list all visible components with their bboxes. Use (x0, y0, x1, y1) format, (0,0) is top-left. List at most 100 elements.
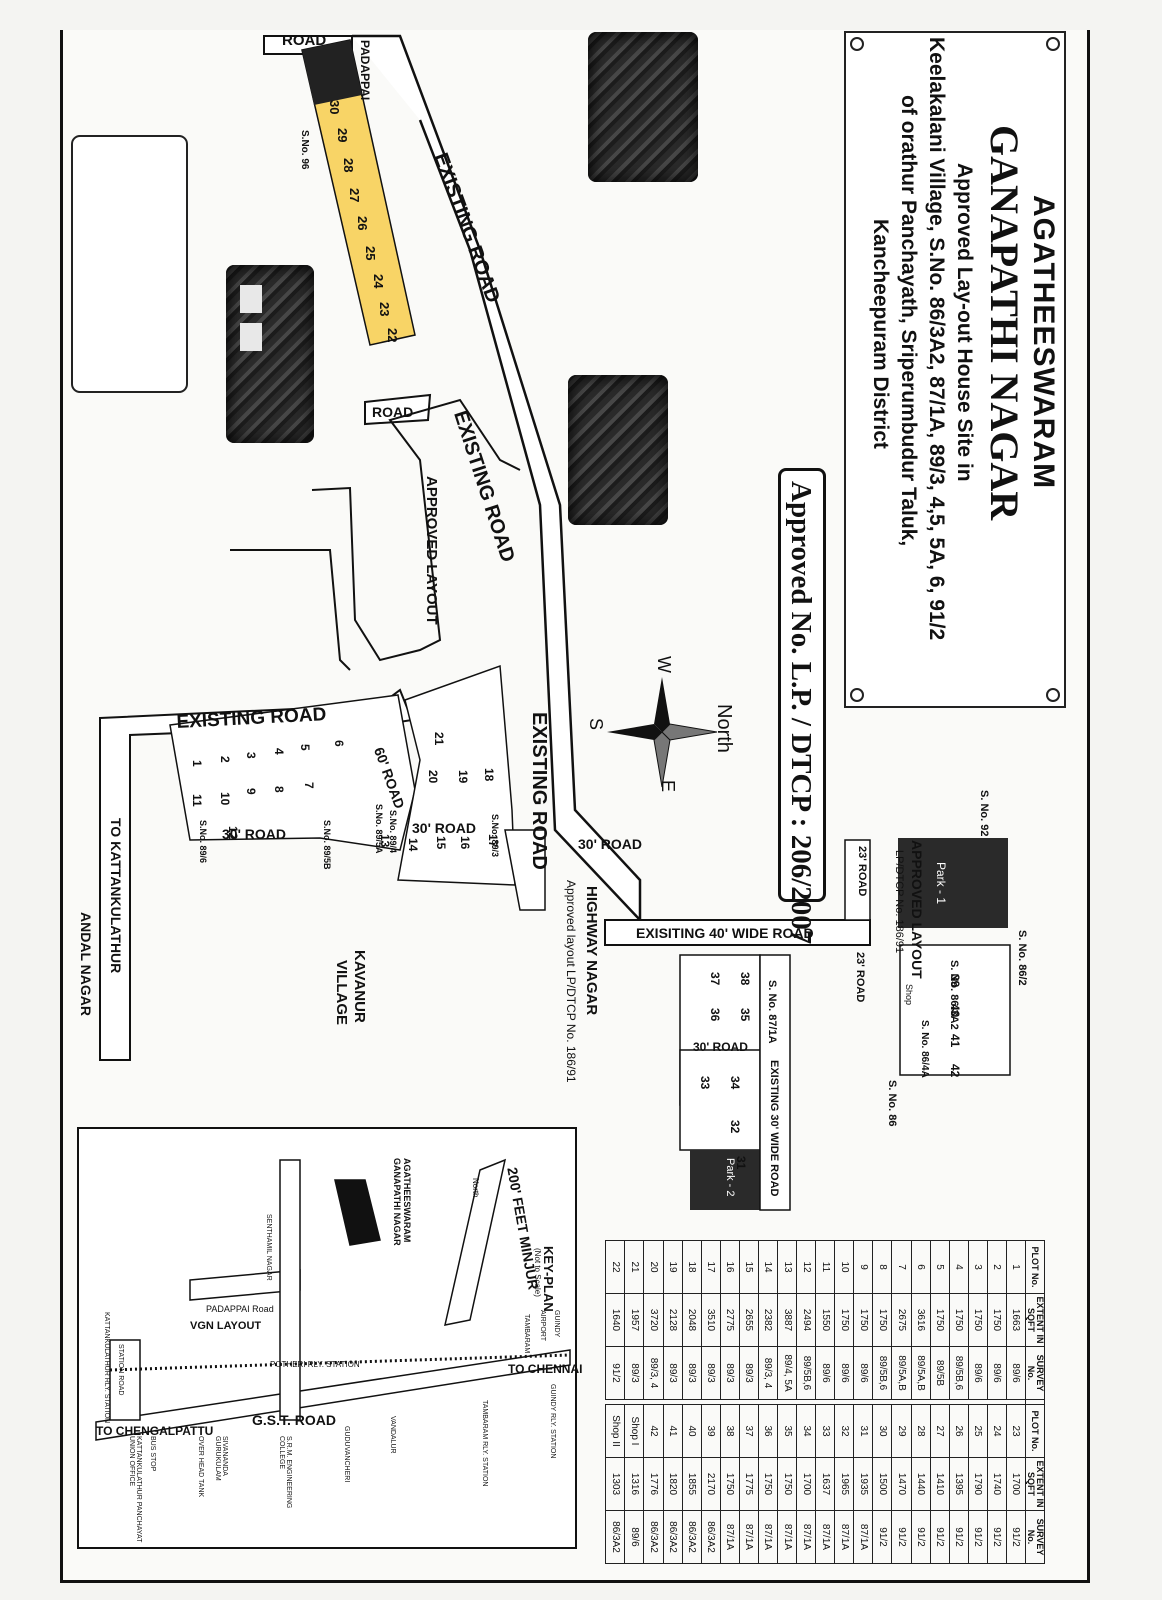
house-photo-2 (226, 265, 314, 443)
table-cell: 86/3A2 (682, 1510, 702, 1564)
table-header: EXTENT IN SQFT (1025, 1457, 1045, 1511)
table-cell: 91/2 (1006, 1510, 1026, 1564)
plot-number: 30 (327, 100, 342, 115)
label-lpdtcp-186: LP/DTCP No. 186/91 (893, 850, 905, 954)
keyplan-tambaram: TAMBARAM (523, 1314, 530, 1354)
table-cell: 38 (720, 1404, 740, 1458)
table-cell: 1500 (872, 1457, 892, 1511)
table-cell: 1775 (739, 1457, 759, 1511)
table-cell: 91/2 (872, 1510, 892, 1564)
keyplan-padappai-road: PADAPPAI Road (206, 1304, 274, 1314)
keyplan-guindy-station: GUINDY RLY. STATION (549, 1384, 556, 1459)
plot-number: 26 (355, 216, 370, 231)
label-park-1: Park - 1 (934, 862, 948, 905)
table-cell: 89/6 (815, 1346, 835, 1400)
label-padappai: PADAPPAI (358, 40, 372, 101)
table-cell: 34 (796, 1404, 816, 1458)
table-cell: 5 (930, 1240, 950, 1294)
table-cell: 91/2 (968, 1510, 988, 1564)
table-cell: 2494 (796, 1293, 816, 1347)
table-cell: 91/2 (605, 1346, 625, 1400)
plot-block-right-b (679, 1049, 761, 1151)
label-andal-nagar: ANDAL NAGAR (78, 912, 94, 1016)
table-cell: 10 (834, 1240, 854, 1294)
label-sno-86: S. No. 86 (886, 1080, 898, 1127)
table-cell: 1640 (605, 1293, 625, 1347)
table-cell: 86/3A2 (643, 1510, 664, 1564)
compass-rose (607, 677, 718, 788)
road-mid-box (364, 393, 432, 426)
padappai-road (352, 34, 642, 924)
keyplan-station-road: STATION ROAD (117, 1344, 124, 1396)
approval-box: Approved No. L.P. / DTCP : 206/2007 (778, 468, 826, 944)
label-sno-87-1a: S. No. 87/1A (766, 980, 778, 1044)
keyplan-overhead-tank: OVER HEAD TANK (197, 1436, 204, 1498)
table-cell: 89/5B,6 (949, 1346, 969, 1400)
house-photo-1 (588, 32, 698, 182)
plot-number: 40 (948, 1004, 962, 1018)
road-23-box (844, 839, 871, 921)
table-cell: 2128 (663, 1293, 683, 1347)
table-cell: 89/5B (930, 1346, 950, 1400)
table-cell: 87/1A (777, 1510, 797, 1564)
plot-number: 15 (434, 836, 448, 850)
table-cell: 29 (891, 1404, 912, 1458)
table-cell: 87/1A (834, 1510, 854, 1564)
table-cell: 86/3A2 (701, 1510, 721, 1564)
blank-box (71, 135, 188, 393)
table-cell: 1637 (815, 1457, 835, 1511)
table-cell: 89/4, 5A (777, 1346, 797, 1400)
table-cell: 1935 (853, 1457, 873, 1511)
table-cell: 1410 (930, 1457, 950, 1511)
table-cell: 15 (739, 1240, 759, 1294)
yellow-plot-strip (301, 39, 416, 346)
plot-number: 41 (948, 1034, 962, 1048)
table-cell: 87/1A (720, 1510, 740, 1564)
road-40-wide (604, 919, 871, 946)
plot-number: 8 (272, 786, 286, 793)
table-cell: 89/5A,B (891, 1346, 912, 1400)
table-cell: 1470 (891, 1457, 912, 1511)
table-cell: 42 (643, 1404, 664, 1458)
title-line-2: GANAPATHI NAGAR (982, 125, 1027, 521)
plot-number: 28 (341, 158, 356, 173)
plot-number: 35 (738, 1008, 752, 1022)
table-cell: 89/3 (624, 1346, 644, 1400)
title-line-1: AGATHEESWARAM (1027, 195, 1060, 490)
table-cell: 17 (701, 1240, 721, 1294)
table-cell: 1820 (663, 1457, 683, 1511)
table-cell: 89/5B,6 (872, 1346, 892, 1400)
table-cell: 89/3 (682, 1346, 702, 1400)
plot-number: 4 (272, 748, 286, 755)
plot-number: 31 (734, 1156, 748, 1170)
label-approved-layout: APPROVED LAYOUT (423, 476, 440, 625)
table-header: PLOT No. (1025, 1240, 1045, 1294)
table-cell: 1965 (834, 1457, 854, 1511)
existing-road-vertical (504, 829, 546, 911)
table-cell: 2048 (682, 1293, 702, 1347)
label-to-kattankulathur: TO KATTANKULATHUR (108, 818, 124, 974)
keyplan-potheri: POTHERI RLY. STATION (270, 1360, 360, 1369)
keyplan-tambaram-station: TAMBARAM RLY. STATION (481, 1400, 488, 1487)
keyplan-to-chennai: TO CHENNAI (508, 1362, 583, 1376)
table-cell: 6 (911, 1240, 931, 1294)
label-sno-92: S. No. 92 (978, 790, 990, 837)
table-cell: 25 (968, 1404, 988, 1458)
table-cell: 9 (853, 1240, 873, 1294)
plot-number: 3 (244, 752, 258, 759)
keyplan-vandalur: VANDALUR (389, 1416, 396, 1454)
keyplan-bus-stop: BUS STOP (149, 1436, 156, 1472)
table-cell: 89/3 (701, 1346, 721, 1400)
label-sno-86-4a: S. No. 86/4A (919, 1020, 930, 1078)
table-cell: 2655 (739, 1293, 759, 1347)
table-cell: 1750 (720, 1457, 740, 1511)
table-cell: 89/6 (968, 1346, 988, 1400)
table-cell: 35 (777, 1404, 797, 1458)
table-cell: 1700 (796, 1457, 816, 1511)
